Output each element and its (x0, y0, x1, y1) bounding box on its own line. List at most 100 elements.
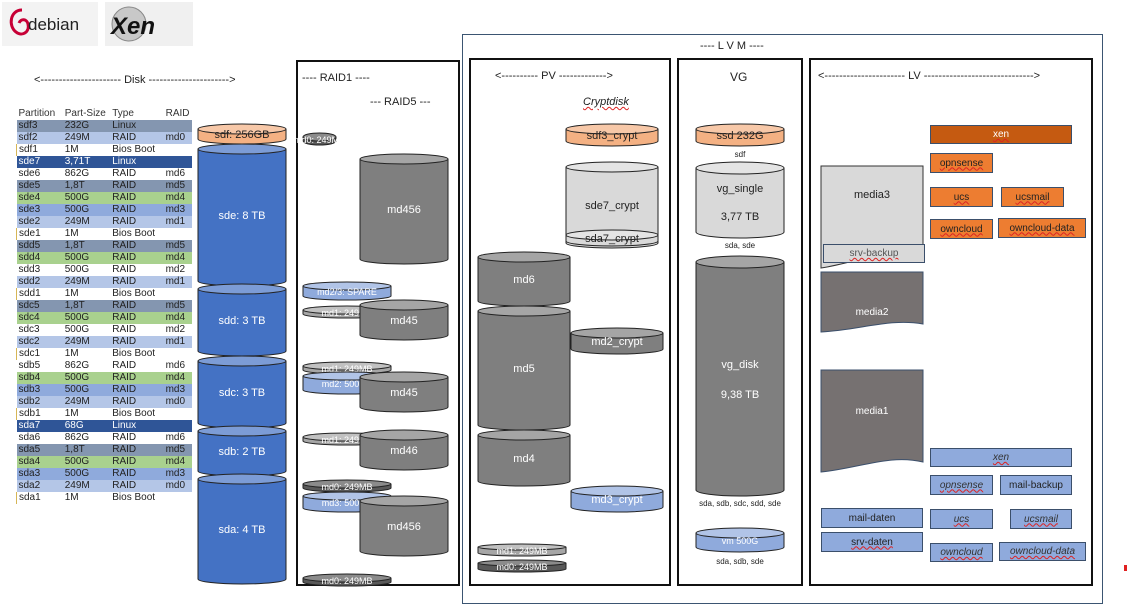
table-cell-type: RAID (112, 300, 137, 311)
table-cell-raid: md3 (165, 384, 186, 395)
table-cell-partition: sdf3 (18, 120, 38, 131)
table-cell-size: 1M (64, 144, 79, 155)
pv-crypt-0[interactable]: sdf3_crypt (565, 123, 659, 147)
vg-vm[interactable]: vm 500G (695, 527, 785, 553)
disk-3[interactable]: sdc: 3 TB (197, 355, 287, 429)
column-header: RAID (163, 108, 192, 120)
lv-vm-owncloud[interactable]: owncloud (930, 543, 993, 562)
lv-ssd-owncloud[interactable]: owncloud (930, 219, 993, 239)
raid5-array-2[interactable]: md45 (359, 371, 449, 413)
lv-vm-ucs[interactable]: ucs (930, 509, 993, 529)
lv-label: srv-daten (851, 536, 893, 548)
pv-header: <---------- PV -------------> (495, 70, 613, 82)
table-cell-raid: md5 (165, 180, 186, 191)
pv-md-0[interactable]: md6 (477, 251, 571, 307)
table-cell-partition: sde5 (18, 180, 41, 191)
pv-crypt-3-label: md2_crypt (591, 336, 642, 348)
pv-frame (469, 58, 671, 586)
column-header: Part-Size (62, 108, 111, 120)
column-header: Partition (16, 108, 63, 120)
disk-1-label: sde: 8 TB (219, 210, 266, 222)
raid5-array-0[interactable]: md456 (359, 153, 449, 265)
table-cell-partition: sdb4 (18, 372, 41, 383)
table-cell-size: 249M (64, 336, 90, 347)
vg-single-size: 3,77 TB (721, 211, 759, 223)
table-cell-raid: md0 (165, 396, 186, 407)
table-cell-partition: sda5 (18, 444, 41, 455)
pv-md-2[interactable]: md4 (477, 429, 571, 487)
vg-single-label: vg_single (717, 183, 763, 195)
lv-vm-mail-backup[interactable]: mail-backup (1000, 475, 1072, 495)
table-cell-size: 232G (64, 120, 90, 131)
table-cell-raid: md5 (165, 300, 186, 311)
lv-vm-ucsmail[interactable]: ucsmail (1010, 509, 1072, 529)
table-cell-type: RAID (112, 444, 137, 455)
disk-1[interactable]: sde: 8 TB (197, 143, 287, 287)
lv-ssd-opnsense[interactable]: opnsense (930, 153, 993, 173)
table-cell-size: 500G (64, 252, 90, 263)
pv-crypt-3[interactable]: md2_crypt (570, 327, 664, 355)
pv-crypt-2[interactable]: sda7_crypt (565, 229, 659, 247)
raid5-array-3[interactable]: md46 (359, 429, 449, 471)
raid5-array-4[interactable]: md456 (359, 495, 449, 557)
pv-md-4[interactable]: md0: 249MB (477, 559, 567, 573)
raid5-array-0-label: md456 (387, 204, 421, 216)
table-cell-partition: sdc4 (18, 312, 40, 323)
lv-disk-media2[interactable] (820, 271, 924, 333)
lv-label: mail-backup (1009, 479, 1063, 491)
table-cell-partition: sdd1 (19, 288, 41, 299)
table-cell-partition: sde4 (18, 192, 41, 203)
disk-0[interactable]: sdf: 256GB (197, 123, 287, 145)
lv-vm-xen[interactable]: xen (930, 448, 1072, 467)
lv-ssd-owncloud-data[interactable]: owncloud-data (998, 218, 1086, 238)
lv-vm-srv-daten[interactable]: srv-daten (821, 532, 923, 552)
vg-ssd[interactable]: ssd 232G (695, 123, 785, 147)
lv-label: opnsense (939, 479, 984, 491)
table-header-row: Partition Part-Size Type RAID (16, 108, 192, 120)
raid1-array-0[interactable]: md0: 249MB (294, 132, 345, 146)
table-cell-raid: md0 (165, 132, 186, 143)
table-cell-size: 500G (64, 468, 90, 479)
disk-2[interactable]: sdd: 3 TB (197, 283, 287, 357)
raid5-array-1[interactable]: md45 (359, 299, 449, 341)
raid1-array-8[interactable]: md0: 249MB (302, 573, 392, 587)
raid1-array-1[interactable]: md2/3: SPARE (302, 281, 392, 301)
vg-disk[interactable]: vg_disk (695, 255, 785, 497)
lv-frame (809, 58, 1093, 586)
table-cell-partition: sdb3 (18, 384, 41, 395)
pv-md-1[interactable]: md5 (477, 305, 571, 431)
pv-crypt-4[interactable]: md3_crypt (570, 485, 664, 513)
table-cell-type: RAID (112, 324, 137, 335)
lvm-frame (462, 34, 1103, 604)
table-cell-type: RAID (112, 336, 137, 347)
lv-ssd-ucsmail[interactable]: ucsmail (1001, 187, 1064, 207)
pv-crypt-1[interactable]: sde7_crypt (565, 161, 659, 249)
lv-ssd-ucs[interactable]: ucs (930, 187, 993, 207)
lv-single-srv-backup[interactable]: srv-backup (823, 244, 925, 263)
disk-5-label: sda: 4 TB (219, 524, 266, 536)
table-cell-type: RAID (112, 384, 137, 395)
lv-ssd-xen[interactable]: xen (930, 125, 1072, 144)
disk-5[interactable]: sda: 4 TB (197, 473, 287, 585)
lv-vm-owncloud-data[interactable]: owncloud-data (999, 542, 1086, 561)
lv-vm-mail-daten[interactable]: mail-daten (821, 508, 923, 528)
table-cell-partition: sdc3 (18, 324, 40, 335)
raid1-array-6[interactable]: md0: 249MB (302, 479, 392, 493)
pv-md-3[interactable]: md1: 249MB (477, 543, 567, 557)
pv-crypt-1-label: sde7_crypt (585, 200, 639, 212)
lv-vm-opnsense[interactable]: opnsense (930, 475, 993, 495)
table-cell-type: RAID (112, 240, 137, 251)
disk-4[interactable]: sdb: 2 TB (197, 425, 287, 477)
vg-single[interactable]: vg_single (695, 161, 785, 239)
lv-disk-media1[interactable] (820, 369, 924, 473)
table-cell-partition: sdd5 (18, 240, 41, 251)
